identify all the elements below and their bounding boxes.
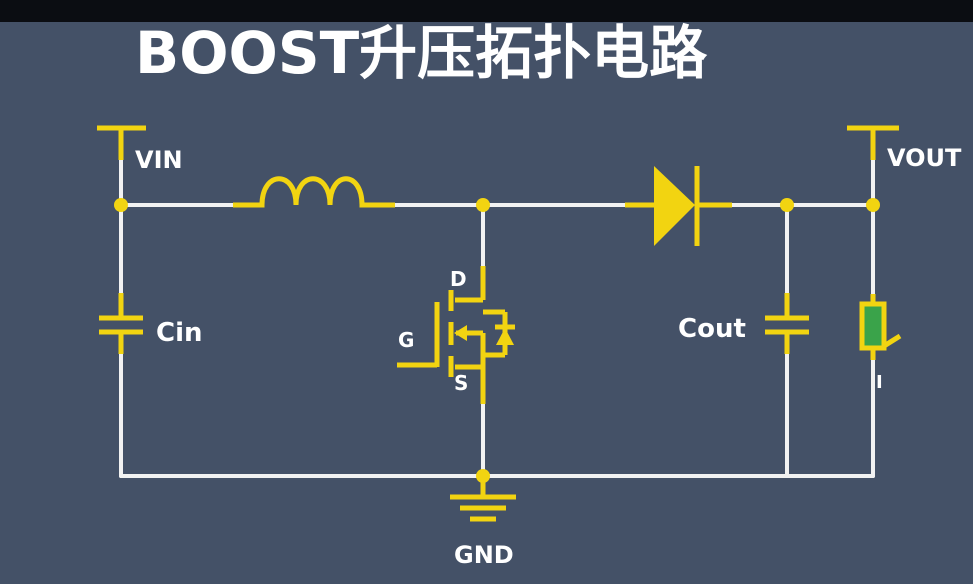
load-current-label: I bbox=[876, 372, 883, 393]
top-bar bbox=[0, 0, 973, 22]
gnd-label: GND bbox=[454, 541, 514, 569]
cout-label: Cout bbox=[678, 314, 746, 344]
vin-terminal bbox=[97, 125, 146, 160]
load-resistor bbox=[859, 294, 902, 360]
node-switch bbox=[476, 198, 490, 212]
mosfet-source-label: S bbox=[454, 371, 468, 395]
node-vout bbox=[866, 198, 880, 212]
wires bbox=[119, 126, 875, 478]
cout-capacitor bbox=[765, 293, 809, 354]
vout-terminal bbox=[847, 125, 899, 160]
node-vin bbox=[114, 198, 128, 212]
junction-nodes bbox=[114, 198, 880, 483]
vin-label: VIN bbox=[135, 146, 183, 174]
mosfet-gate-label: G bbox=[398, 328, 414, 352]
mosfet bbox=[397, 266, 515, 404]
inductor bbox=[233, 176, 395, 208]
diagram-title: BOOST升压拓扑电路 bbox=[135, 19, 708, 87]
node-cout bbox=[780, 198, 794, 212]
vout-label: VOUT bbox=[887, 144, 962, 172]
cin-label: Cin bbox=[156, 318, 203, 348]
mosfet-drain-label: D bbox=[450, 267, 467, 291]
node-gnd bbox=[476, 469, 490, 483]
cin-capacitor bbox=[99, 293, 143, 354]
diode bbox=[625, 166, 732, 246]
